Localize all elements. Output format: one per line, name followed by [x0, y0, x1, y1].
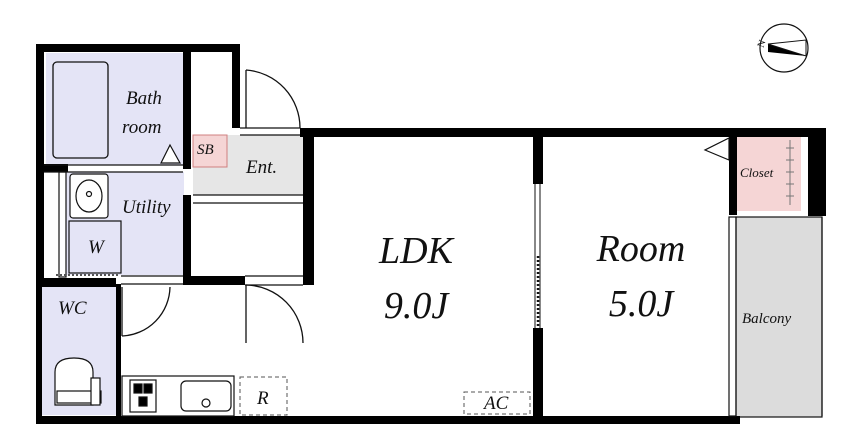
sb-label: SB [197, 142, 214, 158]
door-mark-closet [703, 137, 730, 161]
entrance-label: Ent. [246, 157, 278, 178]
room-size-label: 5.0J [608, 283, 674, 325]
door-swings [121, 69, 304, 344]
closet-label: Closet [740, 165, 774, 180]
door-mark-bath [160, 143, 182, 164]
fridge-label: R [257, 388, 269, 409]
toilet [54, 357, 102, 406]
bathroom-label-line1: Bath [126, 88, 162, 109]
room-name-label: Room [596, 228, 686, 270]
closet-rail [786, 140, 794, 205]
sliding-door[interactable] [534, 184, 541, 328]
bathroom-label-line2: room [122, 117, 162, 138]
compass-north-icon [759, 23, 809, 73]
sb-area [192, 134, 228, 168]
wc-label: WC [58, 298, 87, 319]
ac-label: AC [484, 393, 509, 414]
balcony-label: Balcony [742, 311, 792, 327]
ldk-name-label: LDK [379, 230, 453, 272]
bathtub [52, 61, 109, 159]
partitions [44, 127, 823, 417]
walls [36, 44, 826, 424]
ldk-size-label: 9.0J [383, 285, 449, 327]
washer [68, 220, 122, 274]
washer-label: W [88, 237, 104, 258]
kitchen-counter [121, 375, 235, 417]
fridge-space [239, 376, 288, 416]
wash-basin [69, 173, 109, 219]
ac-unit [463, 391, 531, 415]
utility-label: Utility [122, 197, 171, 218]
